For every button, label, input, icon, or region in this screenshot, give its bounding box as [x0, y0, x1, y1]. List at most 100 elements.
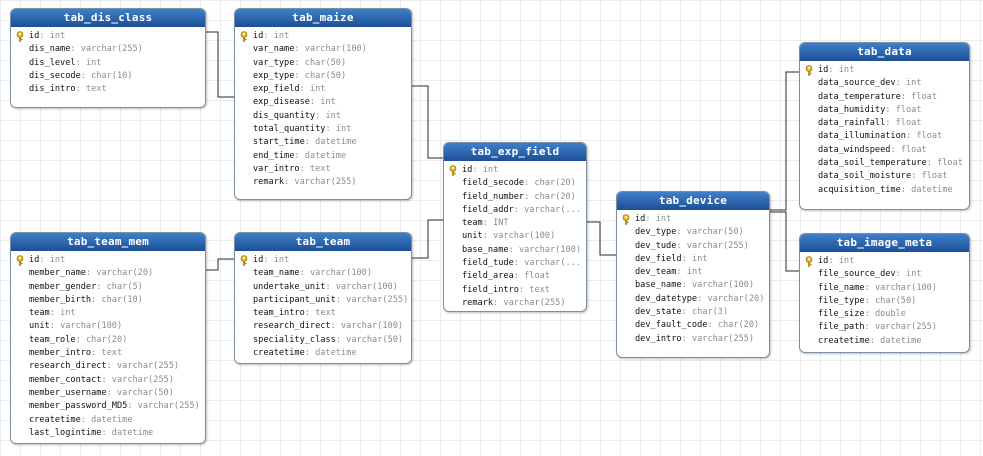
field-row[interactable]: exp_type: char(50) — [235, 70, 411, 83]
field-row[interactable]: total_quantity: int — [235, 123, 411, 136]
field-row[interactable]: data_windspeed: float — [800, 144, 969, 157]
field-row[interactable]: dis_level: int — [11, 57, 205, 70]
field-row[interactable]: data_rainfall: float — [800, 117, 969, 130]
field-name: dis_quantity — [253, 110, 316, 121]
field-name: member_password_MD5 — [29, 401, 128, 412]
field-row[interactable]: field_number: char(20) — [444, 191, 586, 204]
field-name: data_temperature — [818, 91, 901, 102]
field-row[interactable]: file_path: varchar(255) — [800, 321, 969, 334]
field-row[interactable]: dis_name: varchar(255) — [11, 43, 205, 56]
field-row[interactable]: id: int — [617, 213, 769, 226]
field-row[interactable]: data_soil_temperature: float — [800, 157, 969, 170]
field-row[interactable]: last_logintime: datetime — [11, 427, 205, 440]
field-row[interactable]: data_illumination: float — [800, 130, 969, 143]
field-row[interactable]: field_tude: varchar(... — [444, 257, 586, 270]
field-row[interactable]: file_source_dev: int — [800, 268, 969, 281]
field-row[interactable]: team_intro: text — [235, 307, 411, 320]
field-row[interactable]: remark: varchar(255) — [235, 176, 411, 189]
field-name: dis_level — [29, 57, 76, 68]
field-row[interactable]: team: int — [11, 307, 205, 320]
field-row[interactable]: id: int — [800, 64, 969, 77]
field-row[interactable]: var_intro: text — [235, 163, 411, 176]
field-row[interactable]: createtime: datetime — [11, 414, 205, 427]
field-separator: : — [676, 227, 687, 238]
field-row[interactable]: participant_unit: varchar(255) — [235, 294, 411, 307]
field-row[interactable]: base_name: varchar(100) — [617, 279, 769, 292]
field-separator: : — [309, 97, 321, 108]
field-row[interactable]: var_name: varchar(100) — [235, 43, 411, 56]
field-row[interactable]: field_addr: varchar(... — [444, 204, 586, 217]
field-row[interactable]: dev_team: int — [617, 266, 769, 279]
field-row[interactable]: dis_secode: char(10) — [11, 70, 205, 83]
field-row[interactable]: dev_state: char(3) — [617, 306, 769, 319]
field-row[interactable]: start_time: datetime — [235, 136, 411, 149]
field-row[interactable]: id: int — [800, 255, 969, 268]
field-row[interactable]: dev_type: varchar(50) — [617, 226, 769, 239]
field-row[interactable]: dev_datetype: varchar(20) — [617, 293, 769, 306]
field-type: char(10) — [91, 70, 133, 81]
field-row[interactable]: createtime: datetime — [235, 347, 411, 360]
field-row[interactable]: member_gender: char(5) — [11, 281, 205, 294]
field-row[interactable]: id: int — [235, 254, 411, 267]
field-row[interactable]: team_role: char(20) — [11, 334, 205, 347]
field-row[interactable]: research_direct: varchar(255) — [11, 360, 205, 373]
field-row[interactable]: field_intro: text — [444, 284, 586, 297]
field-row[interactable]: dis_intro: text — [11, 83, 205, 96]
field-separator: : — [482, 231, 494, 242]
field-row[interactable]: file_size: double — [800, 308, 969, 321]
field-row[interactable]: field_secode: char(20) — [444, 177, 586, 190]
field-separator: : — [284, 177, 295, 188]
field-name: research_direct — [253, 321, 331, 332]
field-row[interactable]: unit: varchar(100) — [444, 230, 586, 243]
field-row[interactable]: dev_tude: varchar(255) — [617, 240, 769, 253]
field-row[interactable]: member_name: varchar(20) — [11, 267, 205, 280]
field-row[interactable]: member_intro: text — [11, 347, 205, 360]
field-row[interactable]: member_password_MD5: varchar(255) — [11, 400, 205, 413]
field-row[interactable]: id: int — [444, 164, 586, 177]
field-row[interactable]: id: int — [11, 30, 205, 43]
field-row[interactable]: dev_field: int — [617, 253, 769, 266]
field-row[interactable]: member_birth: char(10) — [11, 294, 205, 307]
field-row[interactable]: member_contact: varchar(255) — [11, 374, 205, 387]
field-row[interactable]: file_name: varchar(100) — [800, 282, 969, 295]
field-row[interactable]: dis_quantity: int — [235, 110, 411, 123]
field-row[interactable]: id: int — [235, 30, 411, 43]
field-row[interactable]: data_source_dev: int — [800, 77, 969, 90]
field-row[interactable]: speciality_class: varchar(50) — [235, 334, 411, 347]
field-row[interactable]: data_temperature: float — [800, 91, 969, 104]
field-row[interactable]: unit: varchar(100) — [11, 320, 205, 333]
field-name: dis_name — [29, 44, 71, 55]
field-row[interactable]: exp_disease: int — [235, 96, 411, 109]
field-row[interactable]: field_area: float — [444, 270, 586, 283]
field-row[interactable]: remark: varchar(255) — [444, 297, 586, 310]
relationship-line-exp-field-device — [585, 221, 616, 256]
field-row[interactable]: research_direct: varchar(100) — [235, 320, 411, 333]
field-row[interactable]: team: INT — [444, 217, 586, 230]
field-name: createtime — [29, 414, 81, 425]
field-row[interactable]: dev_fault_code: char(20) — [617, 319, 769, 332]
field-row[interactable]: file_type: char(50) — [800, 295, 969, 308]
field-row[interactable]: undertake_unit: varchar(100) — [235, 281, 411, 294]
field-row[interactable]: base_name: varchar(100) — [444, 244, 586, 257]
field-row[interactable]: var_type: char(50) — [235, 57, 411, 70]
field-row[interactable]: data_soil_moisture: float — [800, 170, 969, 183]
field-row[interactable]: id: int — [11, 254, 205, 267]
field-name: member_birth — [29, 294, 92, 305]
field-name: undertake_unit — [253, 281, 326, 292]
field-row[interactable]: member_username: varchar(50) — [11, 387, 205, 400]
field-row[interactable]: end_time: datetime — [235, 150, 411, 163]
field-row[interactable]: createtime: datetime — [800, 335, 969, 348]
field-row[interactable]: exp_field: int — [235, 83, 411, 96]
field-row[interactable]: data_humidity: float — [800, 104, 969, 117]
field-row[interactable]: acquisition_time: datetime — [800, 184, 969, 197]
field-row[interactable]: team_name: varchar(100) — [235, 267, 411, 280]
field-row[interactable]: dev_intro: varchar(255) — [617, 333, 769, 346]
